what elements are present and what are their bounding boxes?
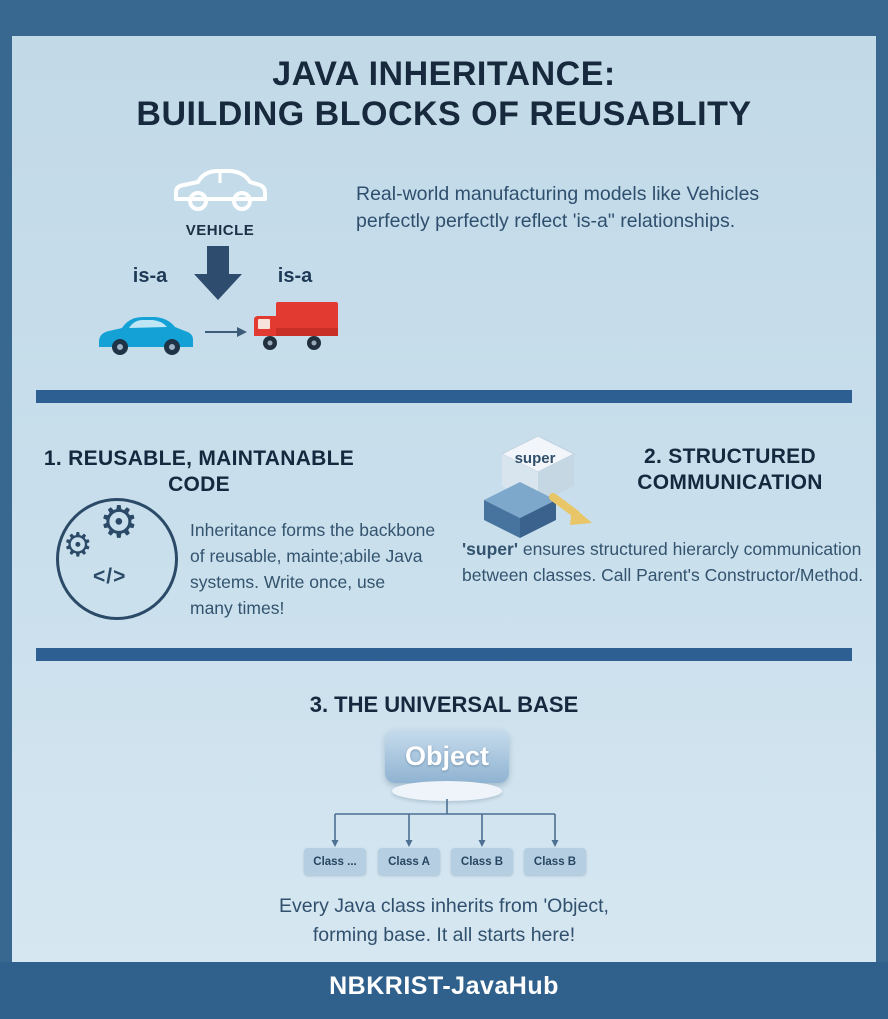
class-box-4-label: Class B — [533, 855, 577, 868]
section1-body-line3: systems. Write once, use — [190, 572, 386, 592]
section2-body-line1: 'super' ensures structured hierarcly com… — [462, 536, 863, 562]
class-box-4: Class B — [524, 848, 586, 875]
divider-top — [36, 390, 852, 403]
footer-brand: NBKRIST-JavaHub — [329, 972, 559, 1000]
super-cube-icon — [484, 435, 576, 538]
section2-heading-line2: COMMUNICATION — [637, 471, 823, 494]
down-arrow-icon — [194, 246, 242, 300]
code-icon: </> — [93, 565, 127, 588]
gear-small-icon: ⚙ — [63, 526, 93, 563]
section2-heading-line1: 2. STRUCTURED — [644, 445, 816, 468]
object-class-box: Object — [385, 729, 509, 783]
section1-body: Inheritance forms the backbone of reusab… — [190, 517, 435, 621]
content-background — [12, 36, 876, 962]
section2-body-line1-rest: ensures structured hierarcly communicati… — [517, 539, 862, 559]
is-a-label-right: is-a — [277, 265, 313, 287]
hierarchy-connector-lines — [331, 799, 559, 847]
gear-icon: ⚙ — [99, 498, 139, 547]
class-box-2-label: Class A — [388, 855, 430, 868]
page-title-line1: JAVA INHERITANCE: — [272, 55, 616, 93]
page-title-line2: BUILDING BLOCKS OF REUSABLITY — [136, 95, 752, 133]
section1-body-line2: of reusable, mainte;abile Java — [190, 546, 423, 566]
vehicle-label: VEHICLE — [185, 222, 255, 239]
class-box-1-label: Class ... — [313, 855, 357, 868]
truck-icon — [254, 302, 338, 350]
section1-heading-line2: CODE — [168, 473, 230, 496]
class-box-1: Class ... — [304, 848, 366, 875]
section2-body: 'super' ensures structured hierarcly com… — [462, 536, 863, 588]
section2-heading: 2. STRUCTURED COMMUNICATION — [602, 444, 858, 496]
section3-body: Every Java class inherits from 'Object, … — [0, 892, 888, 950]
is-a-arrow-icon — [205, 327, 247, 337]
divider-bottom — [36, 648, 852, 661]
yellow-arrow-icon — [549, 493, 592, 525]
class-box-3: Class B — [451, 848, 513, 875]
class-box-2: Class A — [378, 848, 440, 875]
section2-body-bold: 'super' — [462, 539, 518, 559]
gears-code-icon: ⚙ ⚙ </> — [56, 498, 178, 620]
object-class-label: Object — [404, 740, 490, 771]
object-base-ellipse — [392, 781, 502, 801]
section3-body-line1: Every Java class inherits from 'Object, — [279, 895, 609, 917]
section1-body-line4: many times! — [190, 598, 285, 618]
car-icon — [99, 317, 193, 355]
section1-heading: 1. REUSABLE, MAINTANABLE CODE — [38, 446, 360, 498]
intro-description: Real-world manufacturing models like Veh… — [356, 181, 759, 235]
super-cube-label: super — [514, 450, 556, 467]
intro-description-line1: Real-world manufacturing models like Veh… — [356, 183, 760, 205]
is-a-label-left: is-a — [132, 265, 168, 287]
page-title: JAVA INHERITANCE: BUILDING BLOCKS OF REU… — [0, 54, 888, 134]
footer-band — [0, 962, 888, 1019]
section1-body-line1: Inheritance forms the backbone — [190, 520, 436, 540]
section3-heading: 3. THE UNIVERSAL BASE — [309, 692, 579, 717]
intro-description-line2: perfectly perfectly reflect 'is-a" relat… — [356, 210, 736, 232]
vehicle-outline-icon — [174, 169, 267, 211]
section2-body-line2: between classes. Call Parent's Construct… — [462, 565, 864, 585]
section1-heading-line1: 1. REUSABLE, MAINTANABLE — [43, 447, 355, 470]
section3-body-line2: forming base. It all starts here! — [312, 924, 576, 946]
class-box-3-label: Class B — [460, 855, 504, 868]
